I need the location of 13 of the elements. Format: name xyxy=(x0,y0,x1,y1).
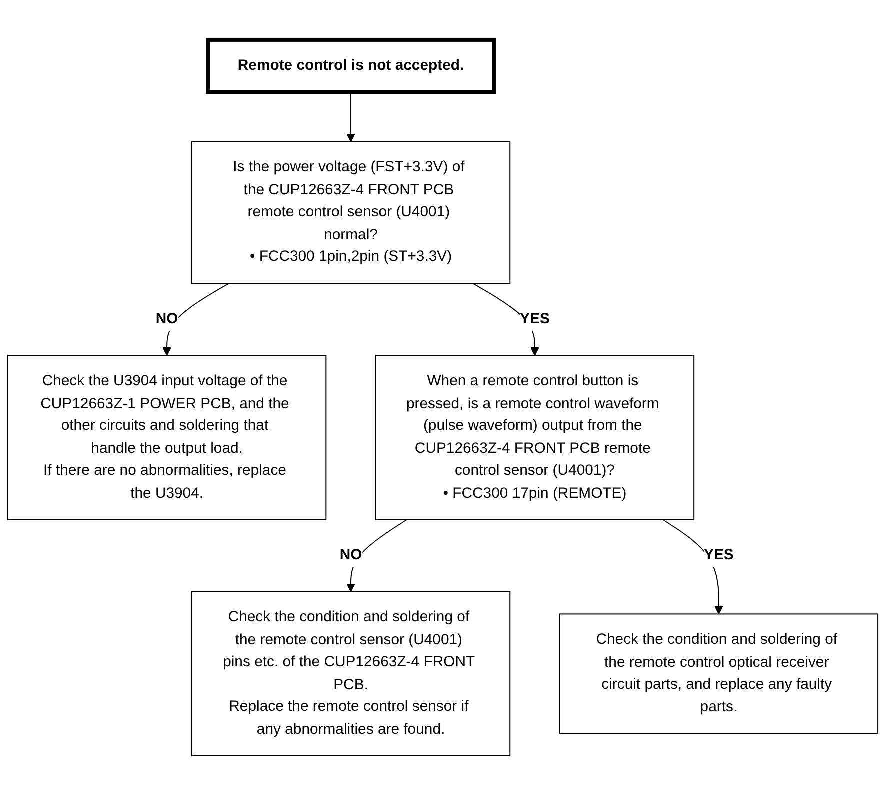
edge-label: NO xyxy=(156,310,178,328)
node-box: When a remote control button is pressed, is a remote control waveform (pulse waveform) output from the CUP12663Z-4 FRONT PCB remote control sensor (U4001)? • FCC300 17pin (REMOTE) xyxy=(375,355,695,520)
edge-label: NO xyxy=(340,546,362,564)
edge-label: YES xyxy=(704,546,734,564)
node-box: Check the condition and soldering of the remote control optical receiver circuit parts, and replace any faulty parts. xyxy=(559,614,879,734)
arrow xyxy=(346,519,408,592)
edge-label: YES xyxy=(520,310,550,328)
node-box: Check the condition and soldering of the remote control sensor (U4001) pins etc. of the CUP12663Z-4 FRONT PCB. Replace the remote control sensor if any abnormalities are found. xyxy=(191,591,511,756)
node-box: Is the power voltage (FST+3.3V) of the CUP12663Z-4 FRONT PCB remote control sensor (U4001) normal? • FCC300 1pin,2pin (ST+3.3V) xyxy=(191,141,511,284)
node-box: Remote control is not accepted. xyxy=(206,38,496,94)
arrow xyxy=(162,283,230,356)
node-box: Check the U3904 input voltage of the CUP12663Z-1 POWER PCB, and the other circuits and soldering that handle the output load. If there are no abnormalities, replace the U3904. xyxy=(7,355,327,520)
arrow xyxy=(346,92,356,142)
